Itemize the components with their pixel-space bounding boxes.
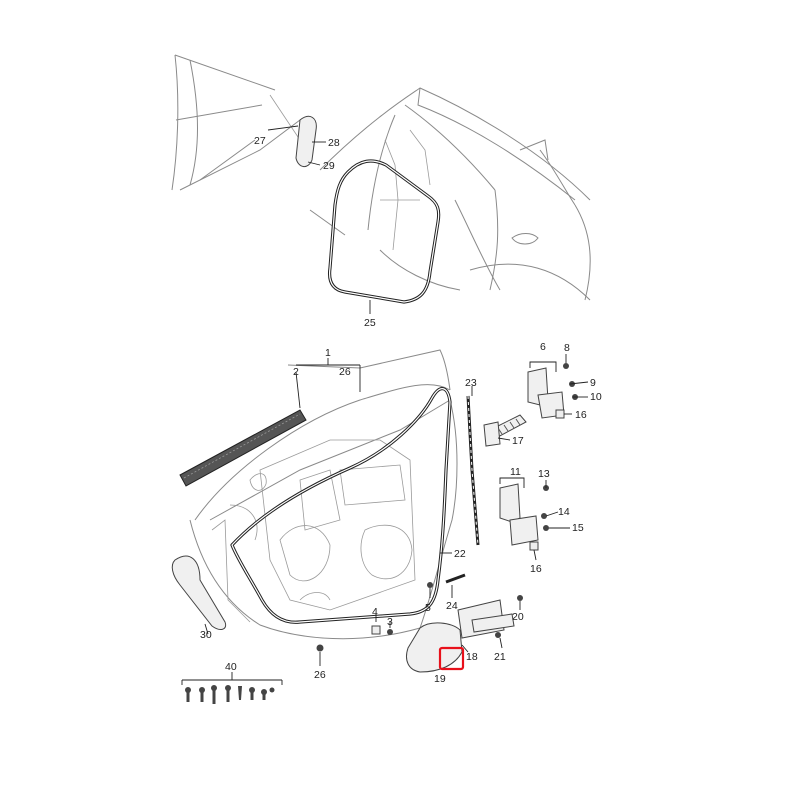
callout-21: 21	[494, 651, 506, 663]
callout-16-lower: 16	[530, 563, 542, 575]
callout-40: 40	[225, 661, 237, 673]
callout-25: 25	[364, 317, 376, 329]
upper-hinge	[527, 354, 589, 419]
callout-19: 19	[434, 673, 446, 685]
window-strip-2	[179, 371, 307, 487]
callout-4: 4	[372, 606, 378, 618]
callout-5: 5	[425, 602, 431, 614]
callout-bracket-1	[296, 358, 361, 392]
callout-26-top: 26	[339, 366, 351, 378]
door-check-17	[483, 414, 527, 447]
mirror-trim-part	[267, 115, 326, 167]
trim-part-30	[171, 555, 227, 635]
callout-14: 14	[558, 506, 570, 518]
callout-8: 8	[564, 342, 570, 354]
callout-16-upper: 16	[575, 409, 587, 421]
callout-18: 18	[466, 651, 478, 663]
lower-hinge	[499, 477, 570, 561]
callout-20: 20	[512, 611, 524, 623]
callout-3: 3	[387, 616, 393, 628]
callout-13: 13	[538, 468, 550, 480]
highlight-box	[438, 646, 465, 671]
car-body-outline	[171, 54, 591, 301]
callout-1: 1	[325, 347, 331, 359]
callout-24: 24	[446, 600, 458, 612]
callout-27: 27	[254, 135, 266, 147]
door-seal-22	[230, 387, 452, 624]
fasteners-group	[316, 573, 466, 666]
callout-22: 22	[454, 548, 466, 560]
door-seal-25	[327, 159, 441, 314]
callout-6: 6	[540, 341, 546, 353]
callout-28: 28	[328, 137, 340, 149]
callout-labels: 1 2 26 3 4 5 6 8 9 10 16 11 13 14 15 16 …	[200, 135, 602, 685]
callout-2: 2	[293, 366, 299, 378]
callout-17: 17	[512, 435, 524, 447]
seal-strip-23	[466, 386, 480, 546]
lock-assembly	[406, 595, 523, 673]
callout-29: 29	[323, 160, 335, 172]
callout-23: 23	[465, 377, 477, 389]
callout-30: 30	[200, 629, 212, 641]
callout-11: 11	[510, 466, 521, 478]
door-panel	[189, 349, 458, 640]
callout-10: 10	[590, 391, 602, 403]
callout-9: 9	[590, 377, 596, 389]
callout-26-bottom: 26	[314, 669, 326, 681]
callout-15: 15	[572, 522, 584, 534]
fastener-kit-40	[181, 672, 283, 704]
